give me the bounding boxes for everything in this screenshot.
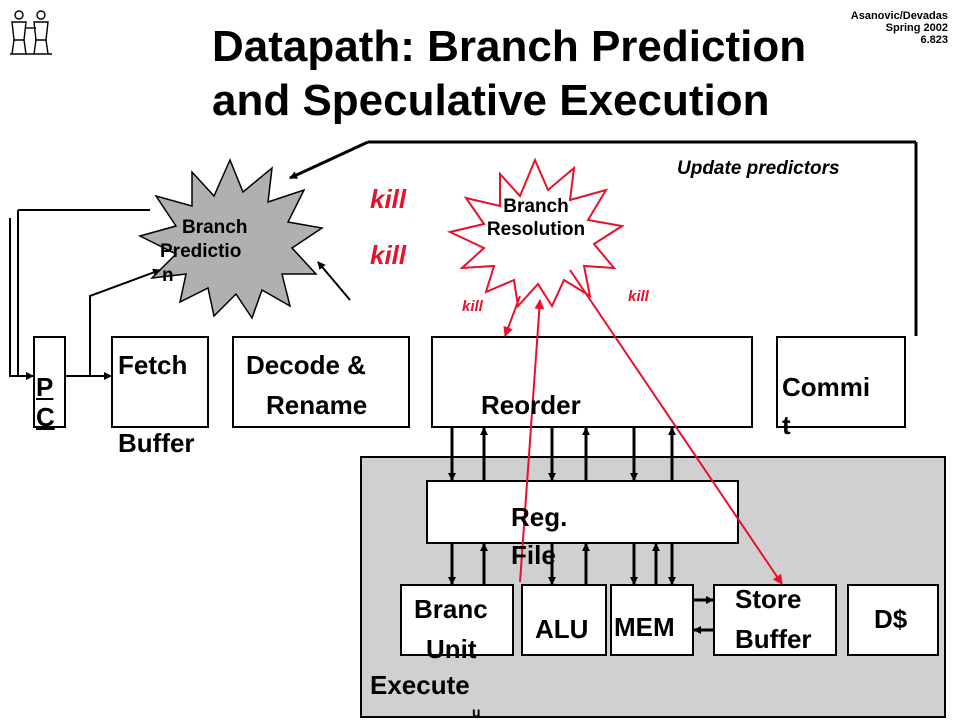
title-line-2: and Speculative Execution xyxy=(212,76,770,125)
reorder-box xyxy=(431,336,753,428)
commit-box xyxy=(776,336,906,428)
store-buffer-label-2: Buffer xyxy=(735,624,812,654)
slide-title: Datapath: Branch Prediction and Speculat… xyxy=(212,20,806,128)
pc-label-2: C xyxy=(36,402,55,432)
title-line-1: Datapath: Branch Prediction xyxy=(212,22,807,71)
header-term: Spring 2002 xyxy=(885,22,948,34)
resolution-line-1: Branch xyxy=(503,196,569,217)
store-buffer-label-1: Store xyxy=(735,584,802,614)
pc-box xyxy=(33,336,66,428)
regfile-label-2: File xyxy=(511,540,556,570)
branch-unit-label-2: Unit xyxy=(426,634,477,664)
decode-label: Decode & xyxy=(246,350,366,380)
mem-box xyxy=(610,584,694,656)
header-authors: Asanovic/Devadas xyxy=(850,10,948,22)
prediction-line-2: Predictio xyxy=(160,241,242,262)
kill-label-2: kill xyxy=(370,240,407,270)
dcache-label: D$ xyxy=(874,604,908,634)
alu-label: ALU xyxy=(535,614,589,644)
fetch-label: Fetch xyxy=(118,350,188,380)
reorder-label: Reorder xyxy=(481,390,581,420)
alu-box xyxy=(521,584,607,656)
commit-label-1: Commi xyxy=(782,372,871,402)
decode-rename-box xyxy=(232,336,410,428)
branch-prediction-star xyxy=(137,158,324,320)
resolution-line-2: Resolution xyxy=(486,219,586,240)
dcache-box xyxy=(847,584,939,656)
prediction-line-1: Branch xyxy=(182,217,248,238)
fetch-buffer-box xyxy=(111,336,209,428)
header-course: 6.823 xyxy=(920,34,948,46)
kill-label-4: kill xyxy=(628,288,649,305)
rename-label: Rename xyxy=(266,390,368,420)
store-buffer-box xyxy=(713,584,837,656)
branch-unit-box xyxy=(400,584,514,656)
kill-label-3: kill xyxy=(462,298,483,315)
course-header: Asanovic/Devadas Spring 2002 6.823 xyxy=(851,10,948,46)
mem-label: MEM xyxy=(614,612,675,642)
branch-resolution-label: Branch Resolution xyxy=(466,192,606,240)
update-predictors-label: Update predictors xyxy=(677,158,840,179)
kill-label-1: kill xyxy=(370,184,407,214)
regfile-label-1: Reg. xyxy=(511,502,568,532)
commit-label-2: t xyxy=(782,410,791,440)
branch-resolution-star xyxy=(446,157,625,309)
execute-cut-label: u xyxy=(472,704,481,720)
prediction-line-3: n xyxy=(162,265,174,286)
register-file-box xyxy=(426,480,739,544)
execute-label: Execute xyxy=(370,670,470,700)
pc-label-1: P xyxy=(36,372,54,402)
branch-prediction-label: Branch Predictio n xyxy=(160,216,247,288)
branch-unit-label-1: Branc xyxy=(414,594,488,624)
mit-logo xyxy=(10,10,52,55)
buffer-label: Buffer xyxy=(118,428,195,458)
